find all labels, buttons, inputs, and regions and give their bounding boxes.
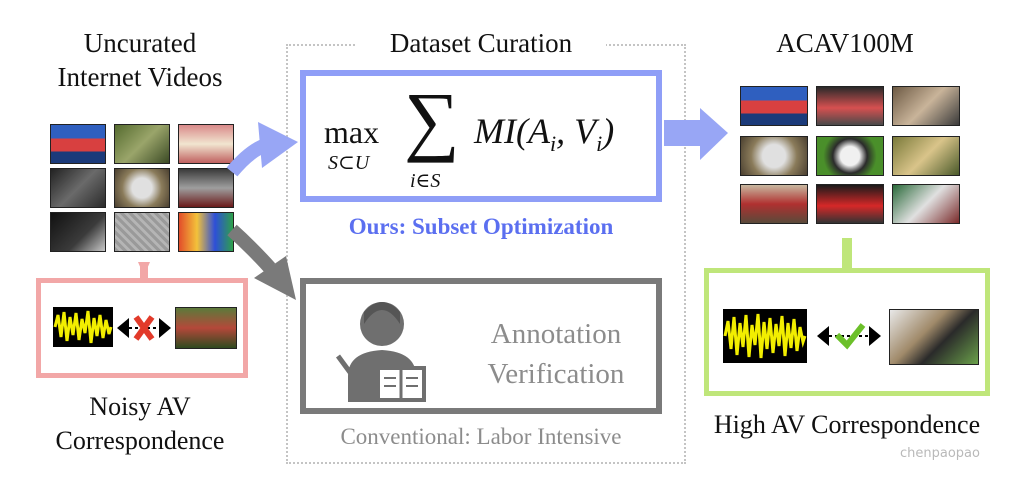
formula-sum: ∑ [404, 76, 460, 163]
noisy-connector-stem [140, 266, 148, 280]
conventional-label: Conventional: Labor Intensive [340, 424, 622, 449]
video-thumbnail [178, 168, 234, 208]
verification-line: Verification [487, 358, 625, 390]
arrow-head [254, 256, 296, 300]
waveform-icon [723, 309, 807, 363]
high-av-label: High AV Correspondence [713, 410, 981, 439]
left-title-line1: Uncurated [83, 28, 197, 58]
formula-max-subscript: S⊂U [328, 152, 370, 174]
annotation-verification-text: Annotation Verification [456, 314, 656, 394]
video-thumbnail [114, 212, 170, 252]
noisy-line2: Correspondence [55, 426, 225, 455]
arrow-head [258, 122, 298, 168]
annotation-verification-box: Annotation Verification [300, 278, 662, 414]
video-thumbnail [178, 212, 234, 252]
dataset-curation-title: Dataset Curation [356, 26, 606, 60]
formula-close: ) [602, 111, 615, 151]
video-thumbnail [50, 212, 106, 252]
ours-subset-optimization-label: Ours: Subset Optimization [348, 214, 614, 239]
match-check-icon [817, 323, 881, 350]
video-thumbnail [740, 136, 808, 176]
formula-sub-i: i [596, 131, 603, 157]
video-thumbnail [889, 309, 979, 365]
formula-sub-i: i [549, 131, 557, 157]
video-thumbnail [50, 124, 106, 164]
subset-optimization-formula-box: max S⊂U ∑ i∈S MI(Ai, Vi) [300, 70, 662, 202]
video-thumbnail [816, 86, 884, 126]
video-thumbnail [50, 168, 106, 208]
video-thumbnail [178, 124, 234, 164]
video-thumbnail [175, 307, 237, 349]
formula-expression: MI(Ai, Vi) [474, 110, 614, 157]
video-thumbnail [740, 86, 808, 126]
annotation-line: Annotation [490, 318, 622, 350]
video-thumbnail [816, 184, 884, 224]
mismatch-cross-icon [117, 315, 171, 341]
noisy-av-box [36, 278, 248, 378]
left-title-line2: Internet Videos [57, 62, 223, 92]
noisy-line1: Noisy AV [89, 392, 191, 421]
arrow-head [700, 108, 728, 160]
arrow-to-annotation [227, 224, 276, 273]
video-thumbnail [114, 168, 170, 208]
annotator-icon [335, 302, 426, 402]
noisy-av-label: Noisy AV Correspondence [20, 390, 260, 458]
video-thumbnail [892, 86, 960, 126]
high-av-box [704, 268, 990, 396]
formula-v: , V [556, 111, 597, 151]
video-thumbnail [816, 136, 884, 176]
formula-max: max [324, 114, 380, 150]
formula-mi: MI(A [474, 111, 550, 151]
video-thumbnail [114, 124, 170, 164]
video-thumbnail [892, 136, 960, 176]
left-title: Uncurated Internet Videos [20, 26, 260, 94]
video-thumbnail [892, 184, 960, 224]
arrow-to-acav100m [664, 120, 704, 146]
video-thumbnail [740, 184, 808, 224]
watermark-text: chenpaopao [900, 446, 980, 461]
acav100m-title: ACAV100M [776, 28, 914, 58]
waveform-icon [53, 307, 113, 347]
formula-sum-subscript: i∈S [410, 170, 441, 192]
high-connector [842, 238, 852, 270]
